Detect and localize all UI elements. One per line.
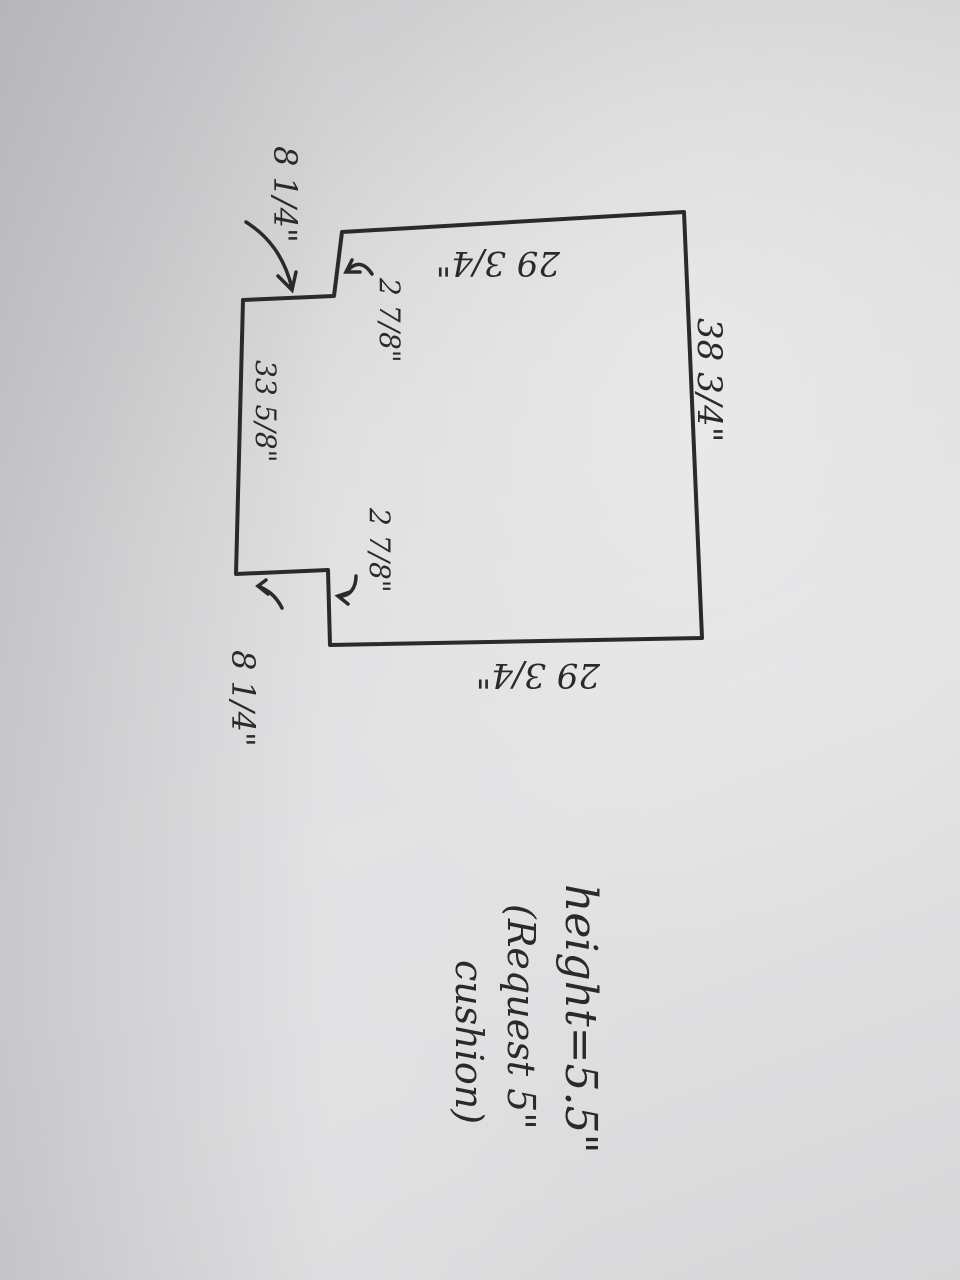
label-notch-depth-top: 2 7/8" [373,277,406,363]
label-bottom-width: 29 3/4" [476,655,601,695]
arrow-notch-top [244,220,298,294]
height-note-line3: cushion) [447,960,491,1124]
paper-shadow [0,0,330,1280]
label-top-width: 29 3/4" [436,243,561,283]
label-notch-depth-bottom: 2 7/8" [363,507,396,593]
label-notch-width-bottom: 8 1/4" [224,650,262,747]
arrow-depth-top [343,258,374,276]
arrow-notch-bottom [255,578,284,610]
label-left-length: 33 5/8" [249,360,282,462]
label-right-length: 38 3/4" [689,318,729,442]
arrow-depth-bottom [334,574,358,606]
label-notch-width-top: 8 1/4" [266,146,304,243]
cushion-outline [234,210,704,647]
height-note-line1: height=5.5" [555,884,606,1154]
height-note-line2: (Request 5" [499,904,543,1130]
